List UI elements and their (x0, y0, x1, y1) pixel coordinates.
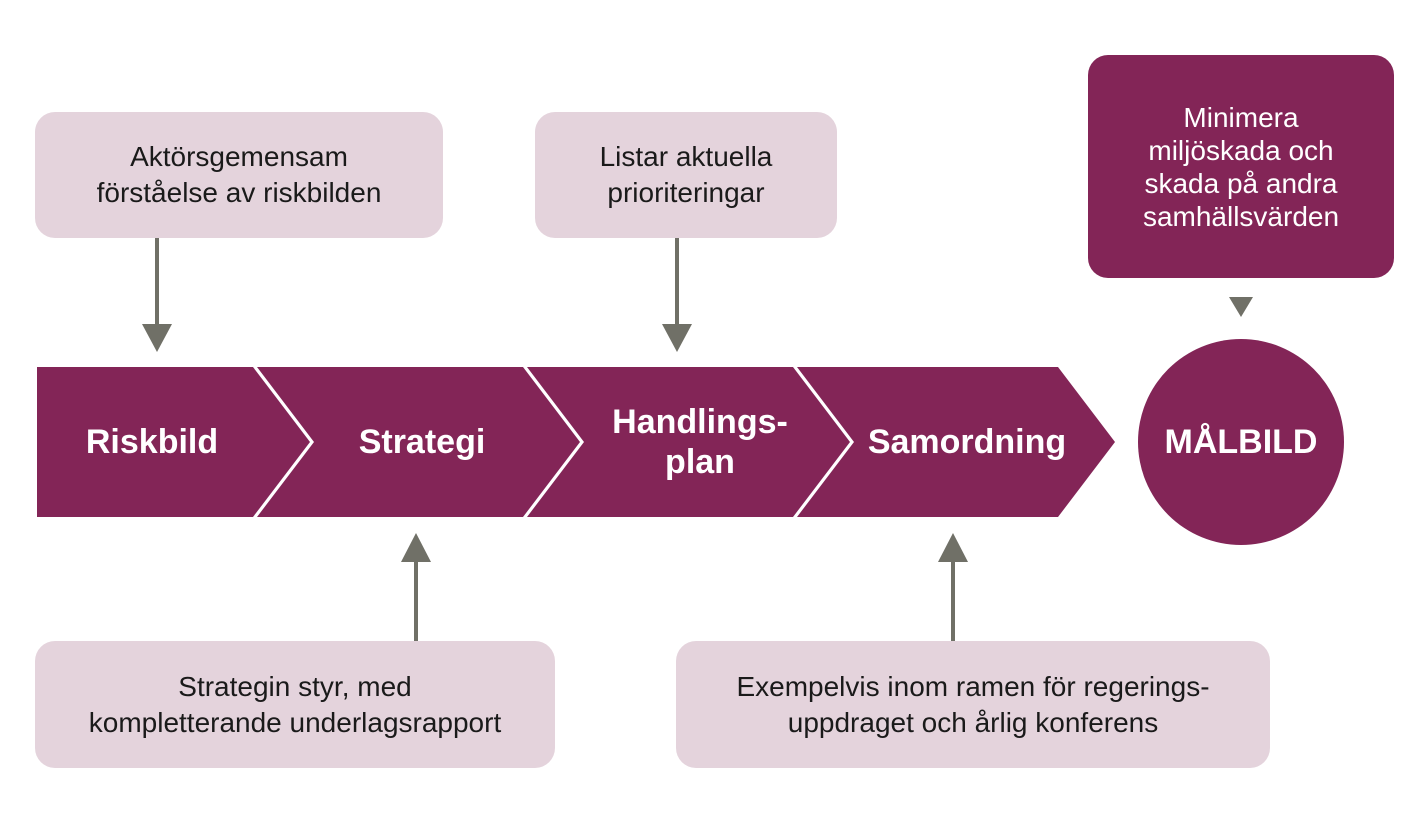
step-label-riskbild: Riskbild (85, 423, 219, 461)
step-label-samordning: Samordning (867, 423, 1067, 461)
arrow-strategi-note (401, 533, 431, 641)
note-goal: Minimera miljöskada och skada på andra s… (1088, 55, 1394, 278)
note-strategi: Strategin styr, med kompletterande under… (35, 641, 555, 768)
step-chevron-strategi (257, 367, 580, 517)
step-chevron-samordning (797, 367, 1115, 517)
step-label-strategi: Strategi (358, 423, 486, 461)
note-riskbild: Aktörsgemensam förståelse av riskbilden (35, 112, 443, 238)
step-chevron-riskbild (37, 367, 310, 517)
goal-label: MÅLBILD (1164, 423, 1318, 461)
goal-circle (1138, 339, 1344, 545)
step-chevron-handlingsplan (527, 367, 850, 517)
arrow-riskbild-note (142, 238, 172, 352)
note-samordning: Exempelvis inom ramen för regerings- upp… (676, 641, 1270, 768)
step-label-handlingsplan: Handlings- plan (612, 403, 788, 481)
note-handlingsplan: Listar aktuella prioriteringar (535, 112, 837, 238)
arrow-handlingsplan-note (662, 238, 692, 352)
goal-pointer-triangle (1229, 297, 1253, 317)
arrow-samordning-note (938, 533, 968, 641)
